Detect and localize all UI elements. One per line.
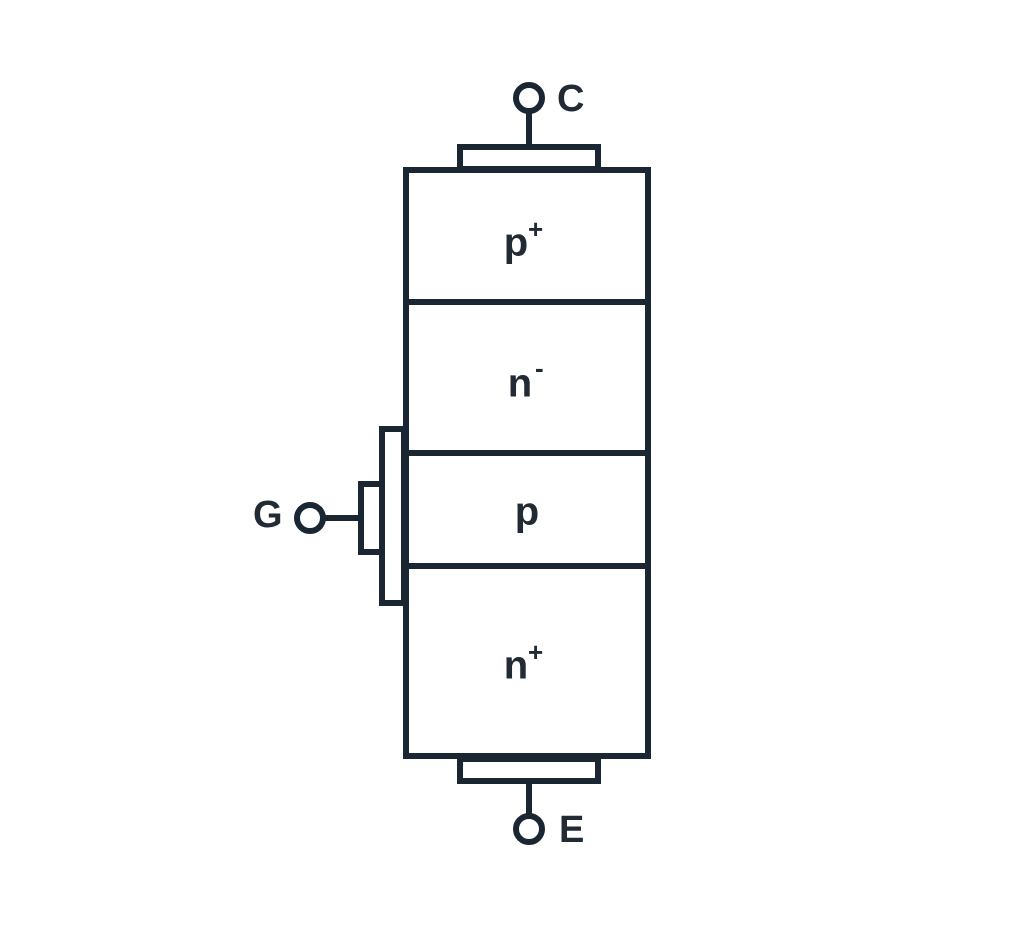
emitter-terminal-group: E	[457, 756, 601, 851]
layer-n-minus-superscript: -	[535, 353, 544, 383]
gate-oxide	[379, 426, 407, 606]
gate-terminal-group: G	[253, 426, 407, 606]
emitter-terminal-circle	[513, 813, 545, 845]
gate-electrode	[358, 481, 385, 555]
collector-contact-plate	[457, 144, 601, 172]
layer-n-plus: n +	[504, 637, 543, 688]
collector-label: C	[557, 78, 584, 120]
layer-p: p	[515, 490, 539, 534]
layer-p-plus-superscript: +	[528, 214, 543, 244]
layer-n-plus-label: n	[504, 644, 528, 688]
collector-terminal-group: C	[457, 78, 601, 172]
layer-n-minus: n -	[508, 353, 544, 406]
layer-p-plus: p +	[504, 214, 543, 265]
emitter-label: E	[559, 809, 584, 851]
layer-p-label: p	[515, 490, 539, 534]
emitter-contact-plate	[457, 756, 601, 784]
layer-n-plus-superscript: +	[528, 637, 543, 667]
gate-label: G	[253, 494, 283, 536]
layer-n-minus-label: n	[508, 362, 532, 406]
layer-p-plus-label: p	[504, 221, 528, 265]
gate-terminal-circle	[294, 502, 326, 534]
collector-terminal-circle	[513, 82, 545, 114]
